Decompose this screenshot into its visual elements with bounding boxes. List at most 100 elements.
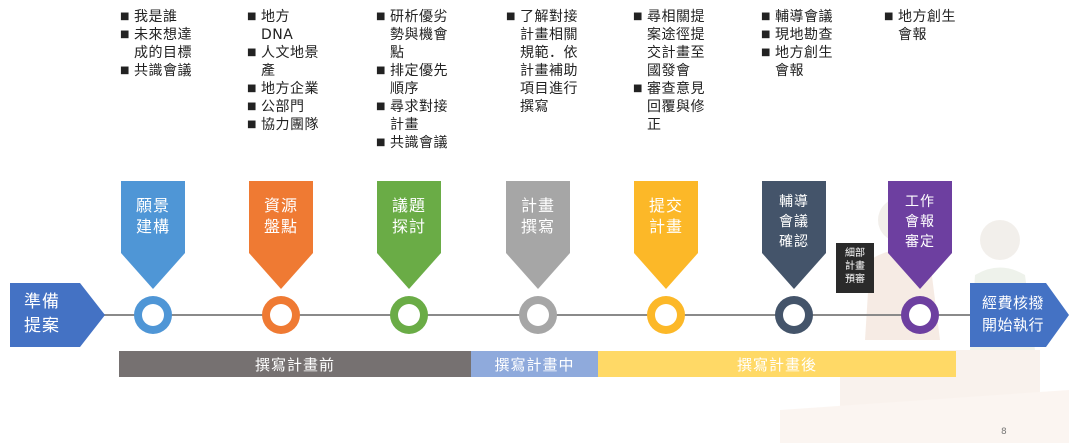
stage-label-line: 計畫: [520, 196, 555, 215]
stage-label: 計畫撰寫: [506, 195, 570, 237]
stage-issues: 議題探討: [377, 181, 441, 291]
timeline-node-issues: [390, 296, 428, 334]
stage-label: 議題探討: [377, 195, 441, 237]
bullet-item: ■尋求對接計畫: [376, 99, 448, 133]
stage-label-line: 提交: [648, 196, 683, 215]
bullet-item: ■協力團隊: [247, 117, 319, 133]
stage-label-line: 撰寫: [520, 217, 555, 236]
bullet-square-icon: ■: [247, 47, 257, 58]
stage-label-line: 盤點: [263, 217, 298, 236]
bullet-column-writing: ■了解對接計畫相關規範．依計畫補助項目進行撰寫: [506, 8, 592, 116]
timeline-node-submit: [647, 296, 685, 334]
stage-vision: 願景建構: [121, 181, 185, 291]
bullet-item: ■共識會議: [120, 63, 192, 79]
chevron-shape: [970, 283, 1069, 347]
timeline-node-vision: [134, 296, 172, 334]
bullet-item: ■尋相關提案途徑提交計畫至國發會: [633, 9, 705, 79]
node-center: [783, 304, 805, 326]
stage-shape: [888, 181, 952, 289]
stage-label: 輔導會議確認: [762, 192, 826, 252]
start-chevron-label: 準備 提案: [24, 290, 60, 338]
bullet-column-review: ■地方創生會報: [884, 8, 970, 44]
node-center: [909, 304, 931, 326]
bullet-square-icon: ■: [376, 137, 386, 148]
bullet-square-icon: ■: [884, 11, 894, 22]
bullet-square-icon: ■: [120, 11, 130, 22]
bullet-column-submit: ■尋相關提案途徑提交計畫至國發會 ■審查意見回覆與修正: [633, 8, 719, 134]
stage-label-line: 審定: [905, 234, 935, 250]
stage-label: 提交計畫: [634, 195, 698, 237]
start-label-line: 準備: [24, 292, 60, 312]
stage-label-line: 探討: [391, 217, 426, 236]
bullet-square-icon: ■: [376, 11, 386, 22]
start-label-line: 提案: [24, 316, 60, 336]
node-center: [270, 304, 292, 326]
bullet-square-icon: ■: [120, 29, 130, 40]
bullet-item: ■人文地景產: [247, 45, 319, 79]
bullet-item: ■現地勘查: [761, 27, 833, 43]
bullet-square-icon: ■: [376, 65, 386, 76]
phase-label: 撰寫計畫後: [736, 355, 817, 374]
phase-label: 撰寫計畫前: [254, 355, 335, 374]
stage-shape: [249, 181, 313, 289]
bullet-item: ■我是誰: [120, 9, 178, 25]
phase-bar-during-writing: 撰寫計畫中: [471, 351, 598, 377]
stage-shape: [377, 181, 441, 289]
stage-label-line: 輔導: [779, 194, 809, 210]
detail-box-line: 預審: [845, 274, 865, 285]
stage-label-line: 計畫: [648, 217, 683, 236]
bullet-item: ■地方企業: [247, 81, 319, 97]
node-center: [527, 304, 549, 326]
bullet-item: ■地方創生會報: [884, 9, 956, 43]
bullet-item: ■研析優劣勢與機會點: [376, 9, 448, 61]
bullet-square-icon: ■: [633, 83, 643, 94]
end-chevron-funding-start: 經費核撥 開始執行: [970, 283, 1069, 347]
start-chevron-prepare-proposal: 準備 提案: [10, 283, 105, 347]
bullet-item: ■共識會議: [376, 135, 448, 151]
bullet-item: ■輔導會議: [761, 9, 833, 25]
stage-label: 願景建構: [121, 195, 185, 237]
stage-label-line: 工作: [905, 194, 935, 210]
bullet-item: ■公部門: [247, 99, 305, 115]
node-center: [398, 304, 420, 326]
stage-label-line: 資源: [263, 196, 298, 215]
stage-shape: [121, 181, 185, 289]
node-center: [655, 304, 677, 326]
bullet-item: ■審查意見回覆與修正: [633, 81, 705, 133]
bullet-square-icon: ■: [247, 101, 257, 112]
stage-writing: 計畫撰寫: [506, 181, 570, 291]
chevron-shape: [10, 283, 105, 347]
bullet-item: ■了解對接計畫相關規範．依計畫補助項目進行撰寫: [506, 9, 578, 115]
stage-resources: 資源盤點: [249, 181, 313, 291]
stage-submit: 提交計畫: [634, 181, 698, 291]
bullet-square-icon: ■: [376, 101, 386, 112]
bullet-item: ■未來想達成的目標: [120, 27, 192, 61]
phase-bar-after-writing: 撰寫計畫後: [598, 351, 956, 377]
bullet-square-icon: ■: [247, 11, 257, 22]
stage-label-line: 確認: [779, 234, 809, 250]
bullet-column-vision: ■我是誰 ■未來想達成的目標 ■共識會議: [120, 8, 206, 80]
bullet-column-guidance: ■輔導會議 ■現地勘查 ■地方創生會報: [761, 8, 847, 80]
timeline-node-writing: [519, 296, 557, 334]
stage-shape: [762, 181, 826, 289]
bullet-square-icon: ■: [506, 11, 516, 22]
bullet-item: ■排定優先順序: [376, 63, 448, 97]
phase-label: 撰寫計畫中: [494, 355, 575, 374]
bullet-square-icon: ■: [120, 65, 130, 76]
bullet-square-icon: ■: [247, 119, 257, 130]
stage-label-line: 會報: [905, 214, 935, 230]
stage-label-line: 願景: [135, 196, 170, 215]
timeline-node-resources: [262, 296, 300, 334]
stage-label-line: 建構: [135, 217, 170, 236]
stage-shape: [634, 181, 698, 289]
timeline-node-guidance: [775, 296, 813, 334]
page-number: 8: [1001, 427, 1007, 437]
bullet-column-issues: ■研析優劣勢與機會點 ■排定優先順序 ■尋求對接計畫 ■共識會議: [376, 8, 462, 152]
stage-guidance: 輔導會議確認: [762, 181, 826, 291]
bullet-column-resources: ■地方DNA ■人文地景產 ■地方企業 ■公部門 ■協力團隊: [247, 8, 333, 134]
stage-review: 工作會報審定: [888, 181, 952, 291]
end-chevron-label: 經費核撥 開始執行: [982, 292, 1044, 336]
detail-plan-prereview-box: 細部 計畫 預審: [836, 243, 874, 293]
stage-label-line: 議題: [391, 196, 426, 215]
end-label-line: 經費核撥: [982, 294, 1045, 312]
